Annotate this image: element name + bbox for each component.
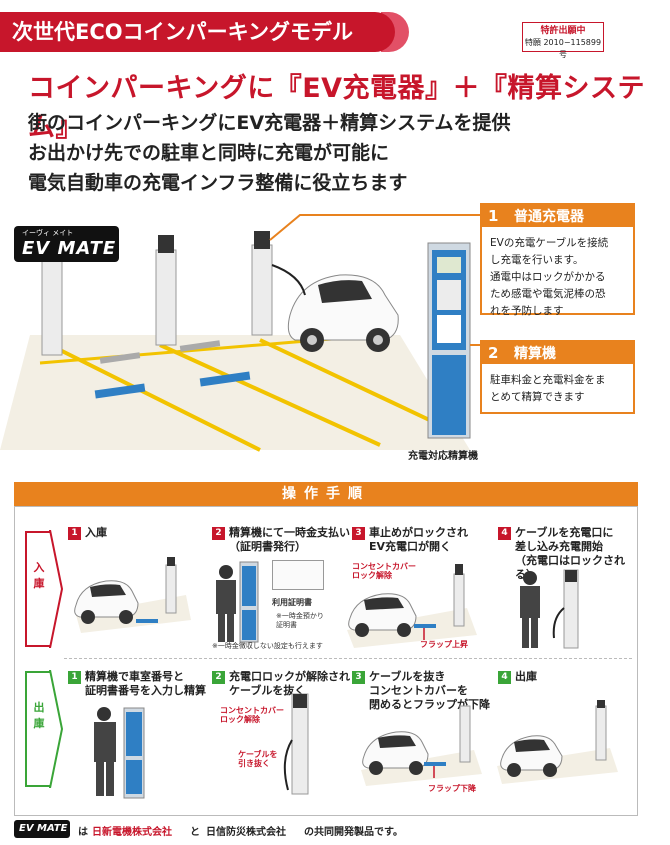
step-badge: 4 <box>498 527 511 540</box>
step-text: 車止めがロックされ <box>369 526 468 539</box>
callout-line: れを予防します <box>490 305 564 317</box>
step-badge: 1 <box>68 671 81 684</box>
step-text: 充電口ロックが解除され <box>229 670 350 683</box>
lead-line: お出かけ先での駐車と同時に充電が可能に <box>28 142 390 164</box>
footer-text: は <box>78 827 88 838</box>
outlet-unlock-exit-note: コンセントカバー ロック解除 <box>220 706 284 724</box>
callout-header: 1 普通充電器 <box>482 205 633 227</box>
step-text: コンセントカバーを <box>369 684 468 697</box>
entry-car-illustration <box>74 557 191 633</box>
footer-text: と <box>190 827 200 838</box>
callout-number: 1 <box>488 207 499 225</box>
exit-step-1: 1 精算機で車室番号と 証明書番号を入力し精算 <box>68 670 218 698</box>
person-plugging-cable <box>520 569 579 649</box>
exit-label: 出庫 <box>33 701 45 730</box>
step-text: 証明書番号を入力し精算 <box>85 684 206 697</box>
exit-step-2: 2 充電口ロックが解除され ケーブルを抜く <box>212 670 362 698</box>
lead-text: 街のコインパーキングにEV充電器＋精算システムを提供 お出かけ先での駐車と同時に… <box>28 108 648 198</box>
entry-step-1: 1 入庫 <box>68 526 198 540</box>
callout-body: 駐車料金と充電料金をま とめて精算できます <box>482 364 633 414</box>
person-at-payment-machine <box>216 561 259 643</box>
procedure-title: 操作手順 <box>14 482 638 506</box>
callout-line: 通電中はロックがかかる <box>490 271 606 283</box>
person-paying-exit <box>94 707 145 799</box>
outlet-unlock-note: コンセントカバー ロック解除 <box>352 562 416 580</box>
exit-label-wrap: 出庫 <box>22 700 64 760</box>
procedure-divider <box>64 658 632 659</box>
step-badge: 2 <box>212 671 225 684</box>
ev-mate-logo: イーヴィ メイト EV MATE <box>14 226 119 262</box>
callout-title: 精算機 <box>514 346 556 362</box>
entry-step-3: 3 車止めがロックされ EV充電口が開く <box>352 526 482 554</box>
header-banner: 次世代ECOコインパーキングモデル <box>0 12 409 52</box>
flap-up-note: フラップ上昇 <box>420 640 468 649</box>
callout-line: とめて精算できます <box>490 391 585 403</box>
footer-company-2: 日信防災株式会社 <box>206 827 286 838</box>
patent-label: 特許出願中 <box>540 26 586 36</box>
step-text: ケーブルを抜き <box>369 670 446 683</box>
step-badge: 1 <box>68 527 81 540</box>
lead-line: 街のコインパーキングにEV充電器＋精算システムを提供 <box>28 112 511 134</box>
cable-pull-note: ケーブルを 引き抜く <box>238 750 278 768</box>
exit-step-4: 4 出庫 <box>498 670 618 684</box>
footer: EV MATE は 日新電機株式会社 と 日信防災株式会社 の共同開発製品です。 <box>14 820 654 840</box>
footer-company-1: 日新電機株式会社 <box>92 827 172 838</box>
flap-down-note: フラップ下降 <box>428 784 476 793</box>
callout-number: 2 <box>488 344 499 362</box>
step-badge: 4 <box>498 671 511 684</box>
callout-header: 2 精算機 <box>482 342 633 364</box>
entry-flap-illustration <box>347 564 477 648</box>
lead-line: 電気自動車の充電インフラ整備に役立ちます <box>28 172 408 194</box>
patent-number: 特願 2010−115899 号 <box>524 38 602 59</box>
entry-label: 入庫 <box>33 561 45 590</box>
callout-payment-machine: 2 精算機 駐車料金と充電料金をま とめて精算できます <box>480 340 635 414</box>
certificate-label: 利用証明書 <box>272 598 312 607</box>
callout-line: EVの充電ケーブルを接続 <box>490 237 609 249</box>
step-text: 精算機で車室番号と <box>85 670 184 683</box>
step-text: EV充電口が開く <box>369 540 452 553</box>
step-text: （証明書発行） <box>229 540 306 553</box>
certificate-card <box>272 560 324 590</box>
callout-charger: 1 普通充電器 EVの充電ケーブルを接続 し充電を行います。 通電中はロックがかか… <box>480 203 635 317</box>
footer-text: の共同開発製品です。 <box>304 827 403 838</box>
step-badge: 3 <box>352 527 365 540</box>
step-text: ケーブルを充電口に <box>515 526 614 539</box>
callout-title: 普通充電器 <box>514 209 584 225</box>
charger-cable-pull <box>283 693 309 795</box>
callout-line: ため感電や電気泥棒の恐 <box>490 288 606 300</box>
callout-line: 駐車料金と充電料金をま <box>490 374 606 386</box>
step-text: 出庫 <box>515 670 537 683</box>
callout-body: EVの充電ケーブルを接続 し充電を行います。 通電中はロックがかかる ため感電や… <box>482 227 633 328</box>
station-label: 充電対応精算機 <box>408 451 478 462</box>
callout-line: し充電を行います。 <box>490 254 584 266</box>
parking-scene-illustration <box>0 214 480 452</box>
entry-step-2: 2 精算機にて一時金支払い （証明書発行） <box>212 526 362 554</box>
step-text: 精算機にて一時金支払い <box>229 526 350 539</box>
patent-box: 特許出願中 特願 2010−115899 号 <box>522 22 604 59</box>
deposit-note: ※一時金徴収しない設定も行えます <box>212 642 323 650</box>
step-text: 差し込み充電開始 <box>515 540 603 553</box>
step-text: ケーブルを抜く <box>229 684 306 697</box>
entry-arrow <box>25 530 64 648</box>
step-text: 入庫 <box>85 526 107 539</box>
entry-label-wrap: 入庫 <box>22 560 64 620</box>
exit-arrow <box>25 670 64 788</box>
exit-car-illustration <box>497 700 618 784</box>
certificate-note: ※一時金預かり 証明書 <box>276 612 324 629</box>
logo-name: EV MATE <box>22 238 117 259</box>
headline: コインパーキングに『EV充電器』＋『精算システム』 <box>28 73 646 143</box>
exit-flap-illustration <box>361 705 482 786</box>
footer-logo: EV MATE <box>14 820 70 838</box>
logo-kana: イーヴィ メイト <box>22 229 74 237</box>
step-badge: 2 <box>212 527 225 540</box>
step-badge: 3 <box>352 671 365 684</box>
